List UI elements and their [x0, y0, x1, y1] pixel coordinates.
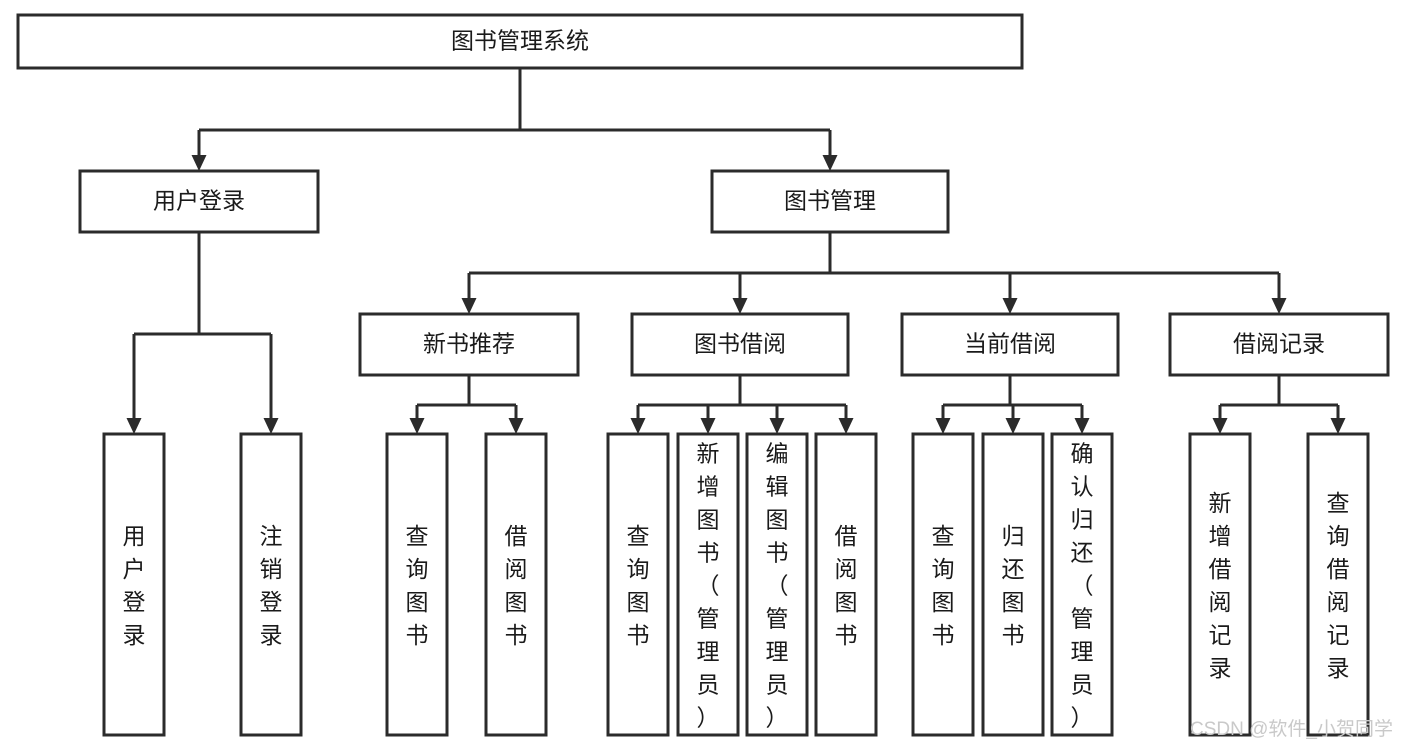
node-label: 查询借阅记录 — [1327, 490, 1350, 681]
connector-layer — [126, 68, 1346, 434]
node-box — [385, 432, 449, 737]
node-box — [676, 432, 740, 737]
arrowhead-icon — [126, 418, 142, 434]
node-leaf-query-book-1[interactable]: 查询图书 — [385, 432, 449, 737]
node-layer: 图书管理系统用户登录图书管理新书推荐图书借阅当前借阅借阅记录用户登录注销登录查询… — [16, 13, 1390, 737]
arrowhead-icon — [732, 298, 748, 314]
connector-records — [1212, 375, 1346, 434]
node-label: 新增借阅记录 — [1209, 490, 1232, 681]
node-label: 确认归还（管理员） — [1071, 441, 1094, 731]
node-leaf-add-book[interactable]: 新增图书（管理员） — [676, 432, 740, 737]
node-box — [1188, 432, 1252, 737]
node-box — [358, 312, 580, 377]
node-box — [78, 169, 320, 234]
arrowhead-icon — [409, 418, 425, 434]
node-label: 查询图书 — [627, 523, 650, 648]
node-label: 查询图书 — [406, 523, 429, 648]
node-box — [484, 432, 548, 737]
node-leaf-edit-book[interactable]: 编辑图书（管理员） — [745, 432, 809, 737]
connector-bookmgmt — [461, 232, 1287, 314]
node-bookmgmt[interactable]: 图书管理 — [710, 169, 950, 234]
node-label: 新增图书（管理员） — [697, 441, 720, 731]
node-box — [1306, 432, 1370, 737]
connector-login — [126, 232, 279, 434]
node-leaf-query-book-3[interactable]: 查询图书 — [911, 432, 975, 737]
watermark-label: CSDN @软件_小贺同学 — [1190, 719, 1393, 740]
arrowhead-icon — [461, 298, 477, 314]
node-leaf-return-book[interactable]: 归还图书 — [981, 432, 1045, 737]
node-label: 图书借阅 — [694, 331, 786, 357]
node-label: 当前借阅 — [964, 331, 1056, 357]
node-leaf-borrow-book-2[interactable]: 借阅图书 — [814, 432, 878, 737]
node-leaf-query-book-2[interactable]: 查询图书 — [606, 432, 670, 737]
node-label: 编辑图书（管理员） — [766, 441, 789, 731]
node-label: 借阅图书 — [835, 523, 858, 648]
arrowhead-icon — [700, 418, 716, 434]
node-box — [1168, 312, 1390, 377]
node-label: 新书推荐 — [423, 331, 515, 357]
connector-root — [191, 68, 838, 171]
node-borrow[interactable]: 图书借阅 — [630, 312, 850, 377]
node-label: 用户登录 — [153, 188, 245, 214]
arrowhead-icon — [1271, 298, 1287, 314]
node-label: 借阅记录 — [1233, 331, 1325, 357]
node-box — [745, 432, 809, 737]
node-box — [239, 432, 303, 737]
node-newbook[interactable]: 新书推荐 — [358, 312, 580, 377]
node-box — [710, 169, 950, 234]
node-box — [630, 312, 850, 377]
node-leaf-logout[interactable]: 注销登录 — [239, 432, 303, 737]
node-label: 图书管理系统 — [451, 28, 589, 54]
arrowhead-icon — [1002, 298, 1018, 314]
connector-current — [935, 375, 1090, 434]
arrowhead-icon — [935, 418, 951, 434]
node-leaf-user-login[interactable]: 用户登录 — [102, 432, 166, 737]
node-label: 归还图书 — [1002, 523, 1025, 648]
node-box — [981, 432, 1045, 737]
node-leaf-borrow-book-1[interactable]: 借阅图书 — [484, 432, 548, 737]
node-label: 图书管理 — [784, 188, 876, 214]
arrowhead-icon — [822, 155, 838, 171]
arrowhead-icon — [769, 418, 785, 434]
node-label: 借阅图书 — [505, 523, 528, 648]
node-box — [1050, 432, 1114, 737]
node-label: 注销登录 — [260, 523, 283, 648]
node-login[interactable]: 用户登录 — [78, 169, 320, 234]
node-label: 查询图书 — [932, 523, 955, 648]
node-leaf-add-record[interactable]: 新增借阅记录 — [1188, 432, 1252, 737]
node-records[interactable]: 借阅记录 — [1168, 312, 1390, 377]
node-box — [900, 312, 1120, 377]
arrowhead-icon — [508, 418, 524, 434]
node-leaf-query-record[interactable]: 查询借阅记录 — [1306, 432, 1370, 737]
node-leaf-confirm-return[interactable]: 确认归还（管理员） — [1050, 432, 1114, 737]
node-box — [606, 432, 670, 737]
connector-newbook — [409, 375, 524, 434]
node-current[interactable]: 当前借阅 — [900, 312, 1120, 377]
arrowhead-icon — [1212, 418, 1228, 434]
arrowhead-icon — [838, 418, 854, 434]
arrowhead-icon — [1074, 418, 1090, 434]
arrowhead-icon — [263, 418, 279, 434]
node-box — [911, 432, 975, 737]
arrowhead-icon — [1330, 418, 1346, 434]
arrowhead-icon — [191, 155, 207, 171]
node-box — [814, 432, 878, 737]
arrowhead-icon — [1005, 418, 1021, 434]
node-root[interactable]: 图书管理系统 — [16, 13, 1024, 70]
node-label: 用户登录 — [123, 523, 146, 648]
node-box — [102, 432, 166, 737]
arrowhead-icon — [630, 418, 646, 434]
connector-borrow — [630, 375, 854, 434]
node-box — [16, 13, 1024, 70]
